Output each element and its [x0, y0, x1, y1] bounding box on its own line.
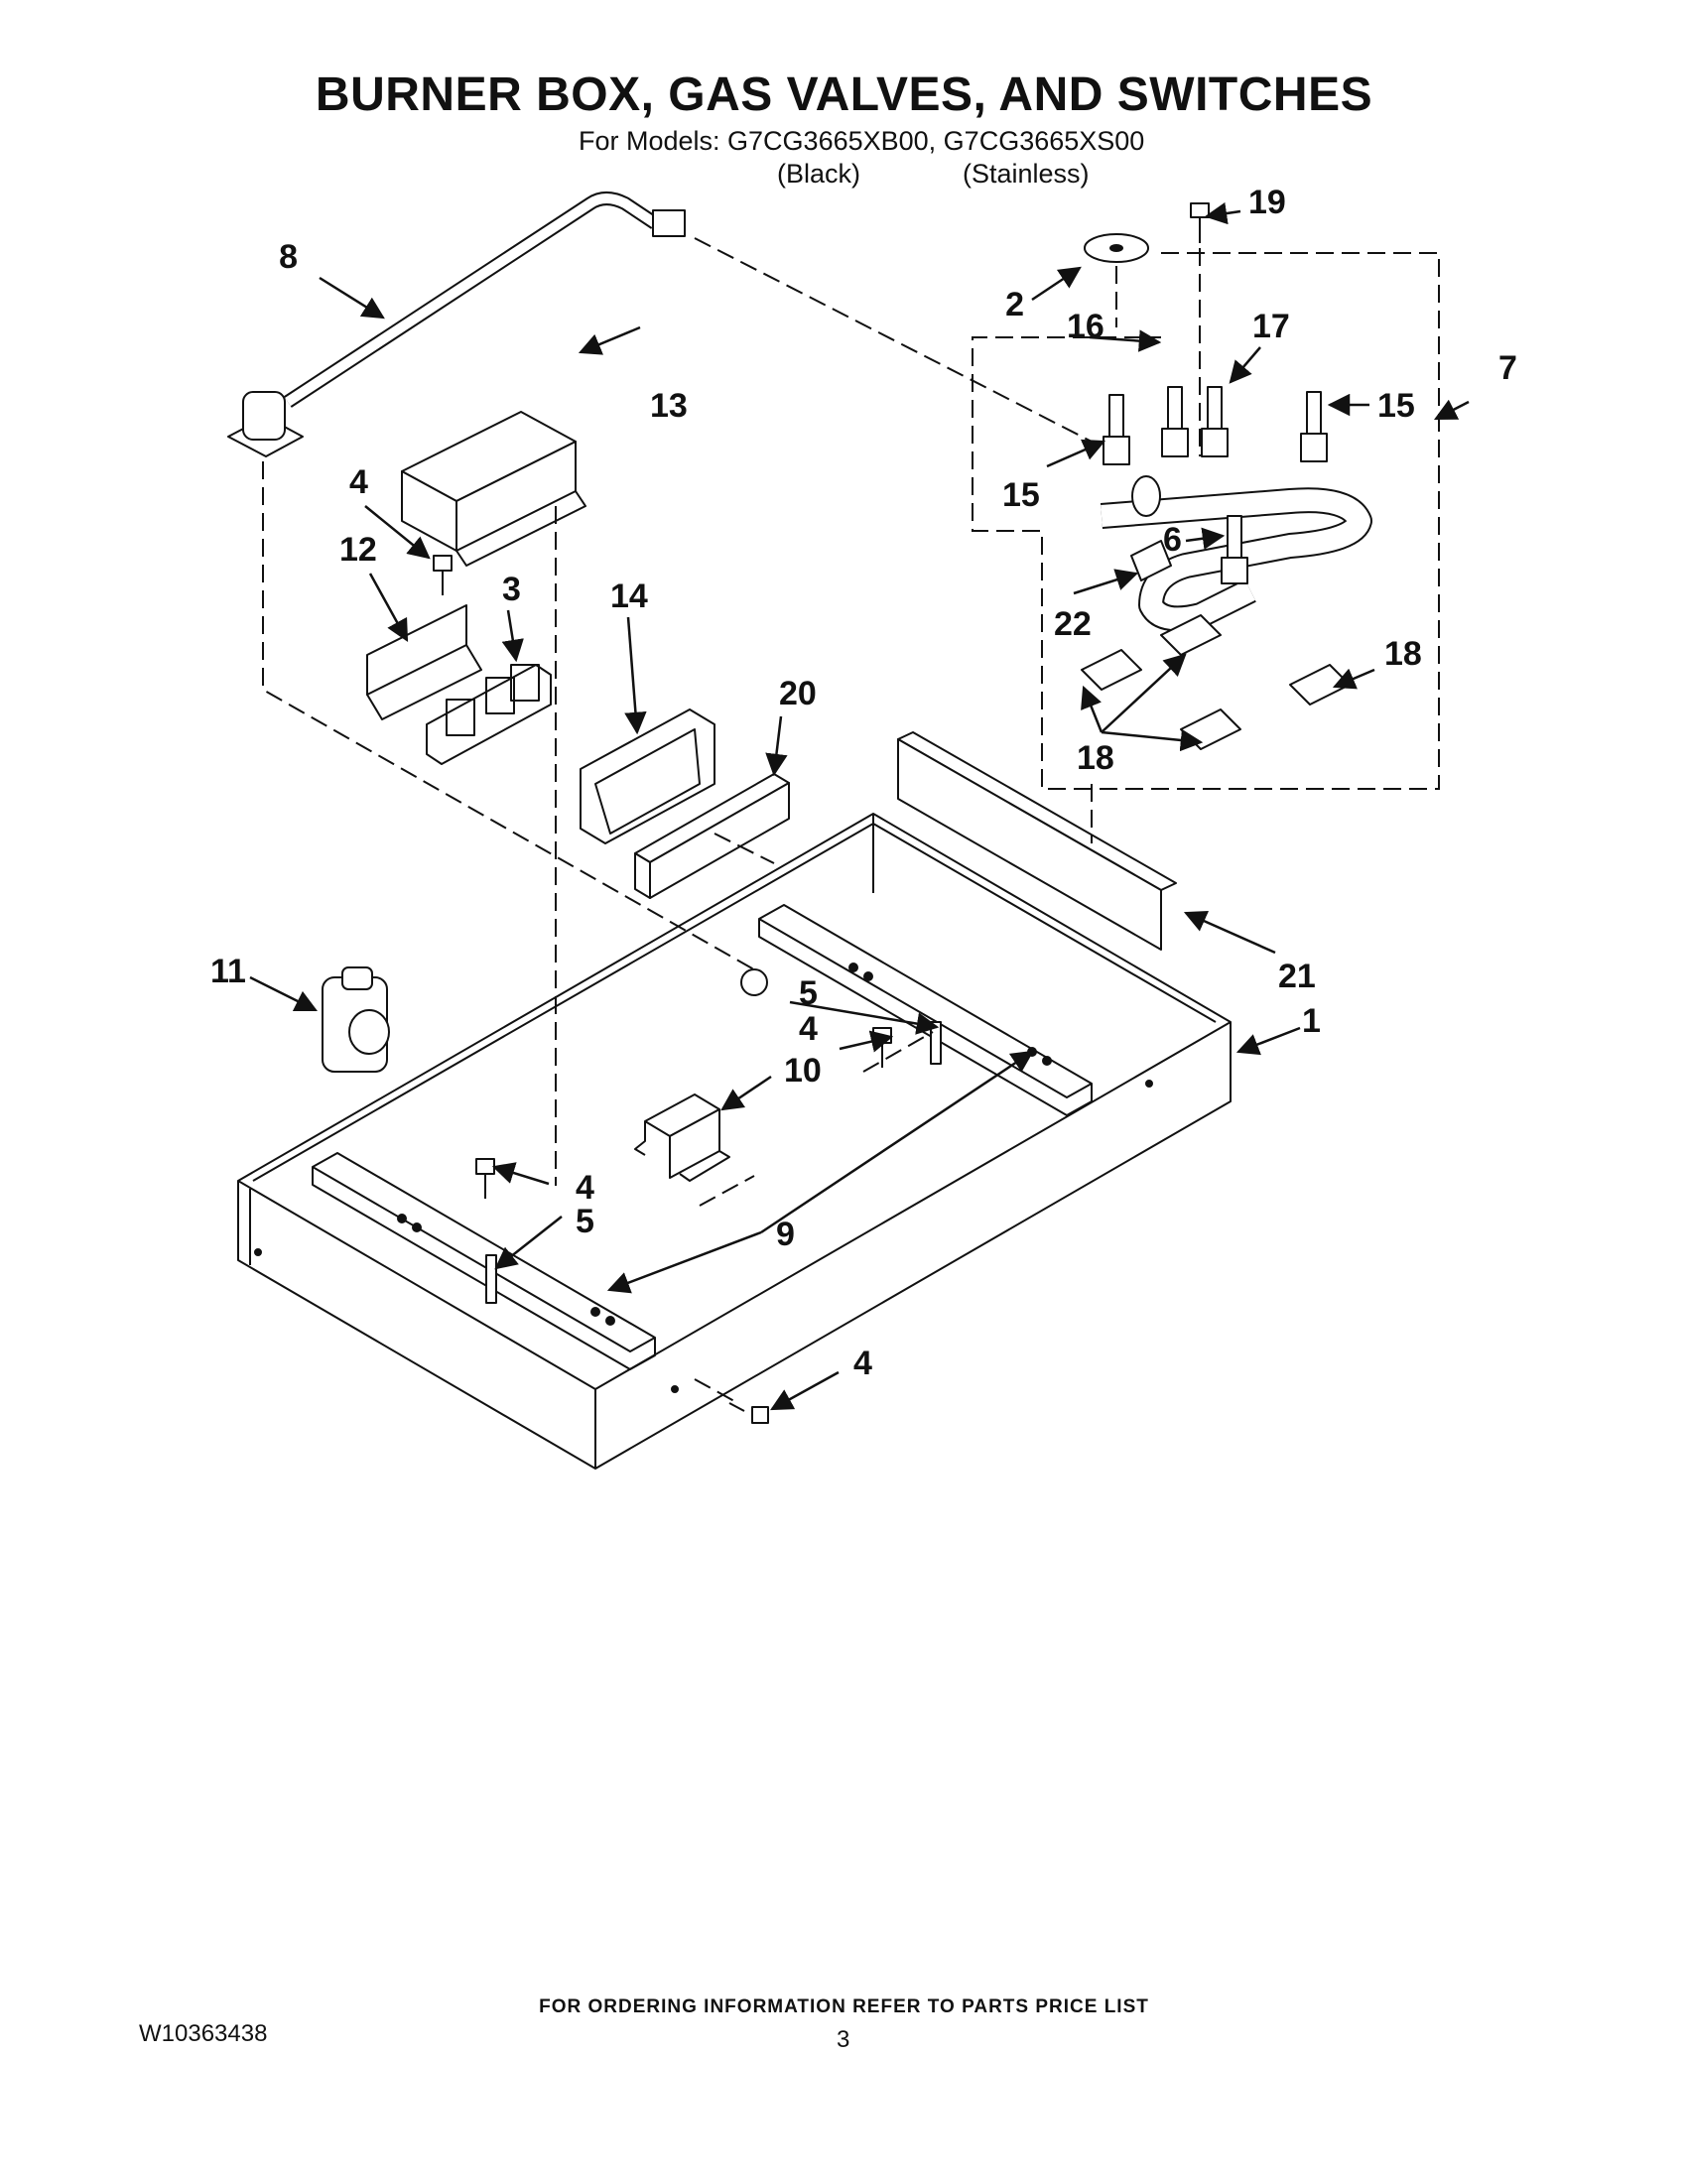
- gas-valve-6: [1221, 515, 1248, 584]
- callout-4-rear: 4: [799, 1010, 818, 1048]
- insulation-strip: [634, 773, 790, 899]
- callout-13: 13: [650, 387, 688, 425]
- callout-19: 19: [1248, 184, 1286, 221]
- rear-support-rail: [758, 904, 1093, 1116]
- front-support-rail: [312, 1152, 656, 1370]
- valve-clip-18-a: [1081, 649, 1142, 691]
- mounting-bracket: [366, 604, 482, 720]
- gas-valve-16: [1161, 386, 1189, 457]
- screw-4-switch: [433, 555, 453, 595]
- manifold-assembly-outline: [972, 252, 1440, 790]
- callout-17: 17: [1252, 308, 1290, 345]
- burner-box-tray: [237, 813, 1232, 1470]
- screw-19: [1190, 202, 1210, 243]
- callout-8: 8: [279, 238, 298, 276]
- callout-15-left: 15: [1002, 476, 1040, 514]
- side-screw-leader: [694, 1378, 735, 1402]
- callout-6: 6: [1163, 521, 1182, 559]
- rear-panel: [897, 731, 1177, 951]
- document-number: W10363438: [139, 2020, 268, 2047]
- callout-3: 3: [502, 571, 521, 608]
- callout-1: 1: [1302, 1002, 1321, 1040]
- callout-5-rear: 5: [799, 974, 818, 1012]
- callout-21: 21: [1278, 958, 1316, 995]
- ordering-info-note: FOR ORDERING INFORMATION REFER TO PARTS …: [539, 1996, 1149, 2017]
- callout-10: 10: [784, 1052, 822, 1090]
- callout-22: 22: [1054, 605, 1092, 643]
- clip-5-front: [485, 1254, 497, 1304]
- callout-11: 11: [210, 953, 246, 990]
- switch-assembly: [426, 664, 552, 765]
- gas-valve-15-left: [1103, 394, 1130, 465]
- insulation-leader: [714, 833, 775, 864]
- regulator-leader: [262, 461, 760, 973]
- callout-18-right: 18: [1384, 635, 1422, 673]
- callout-5-front: 5: [576, 1203, 594, 1240]
- callout-2: 2: [1005, 286, 1024, 323]
- rear-rail-leader: [862, 1031, 934, 1073]
- callout-16: 16: [1067, 308, 1104, 345]
- gas-supply-tube: [227, 192, 686, 457]
- clip-5-rear: [930, 1021, 942, 1065]
- callout-7: 7: [1498, 349, 1517, 387]
- gas-line-leader: [694, 237, 1093, 443]
- valve-clip-18-b: [1160, 614, 1222, 656]
- gas-valve-17: [1201, 386, 1229, 457]
- callout-4-front: 4: [576, 1169, 594, 1207]
- valve-bracket: [634, 1093, 730, 1182]
- callout-9: 9: [776, 1216, 795, 1253]
- callout-18-bottom: 18: [1077, 739, 1114, 777]
- callout-20: 20: [779, 675, 817, 712]
- page-number: 3: [837, 2026, 850, 2053]
- variant-black-label: (Black): [777, 159, 861, 189]
- gas-valve-15-right: [1300, 391, 1328, 462]
- variant-stainless-label: (Stainless): [963, 159, 1090, 189]
- valve-clip-18-c: [1180, 708, 1241, 750]
- callout-4-switch: 4: [349, 463, 368, 501]
- callout-4-side: 4: [853, 1345, 872, 1382]
- callout-15-right: 15: [1377, 387, 1415, 425]
- valve-bracket-leader: [699, 1175, 755, 1207]
- page-title: BURNER BOX, GAS VALVES, AND SWITCHES: [315, 68, 1373, 121]
- callout-12: 12: [339, 531, 377, 569]
- gas-manifold: [1100, 475, 1372, 632]
- channel-bracket: [580, 708, 715, 844]
- pressure-regulator: [322, 966, 390, 1073]
- switch-cover: [401, 411, 586, 567]
- screw-4-side: [728, 1402, 769, 1424]
- callout-14: 14: [610, 578, 648, 615]
- models-line: For Models: G7CG3665XB00, G7CG3665XS00: [579, 126, 1145, 156]
